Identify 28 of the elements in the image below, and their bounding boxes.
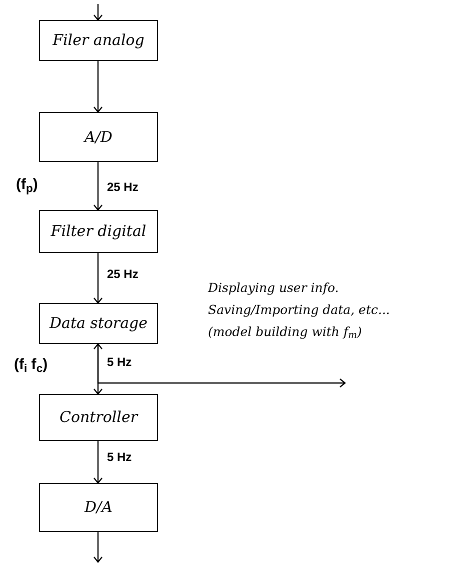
double-arrow bbox=[93, 343, 346, 388]
arrow bbox=[93, 4, 103, 21]
process-box bbox=[39, 483, 158, 532]
process-box bbox=[39, 394, 158, 441]
frequency-label: (f$_{i}$ f$_{c}$) bbox=[14, 356, 48, 375]
edge-label: 5 Hz bbox=[107, 356, 132, 368]
box-label: A/D bbox=[84, 126, 112, 148]
note-text: Saving/Importing data, etc... bbox=[208, 302, 390, 318]
arrow bbox=[93, 441, 103, 484]
box-label: Controller bbox=[59, 407, 138, 428]
arrow bbox=[93, 162, 103, 211]
frequency-label: (f$_{p}$) bbox=[16, 176, 38, 195]
box-label: D/A bbox=[84, 497, 112, 518]
edge-label: 25 Hz bbox=[107, 268, 138, 280]
box-label: Data storage bbox=[49, 313, 148, 334]
note-text: Displaying user info. bbox=[208, 280, 339, 296]
arrow bbox=[93, 61, 103, 113]
edge-label: 5 Hz bbox=[107, 451, 132, 463]
process-box bbox=[39, 303, 158, 344]
edge-label: 25 Hz bbox=[107, 181, 138, 193]
box-label: Filer analog bbox=[52, 30, 144, 52]
arrow bbox=[93, 532, 103, 563]
process-box bbox=[39, 112, 158, 162]
box-label: Filter digital bbox=[50, 221, 146, 242]
arrow bbox=[93, 253, 103, 304]
note-text: (model building with f$_{m}$) bbox=[208, 324, 362, 340]
process-box bbox=[39, 20, 158, 61]
process-box bbox=[39, 210, 158, 253]
